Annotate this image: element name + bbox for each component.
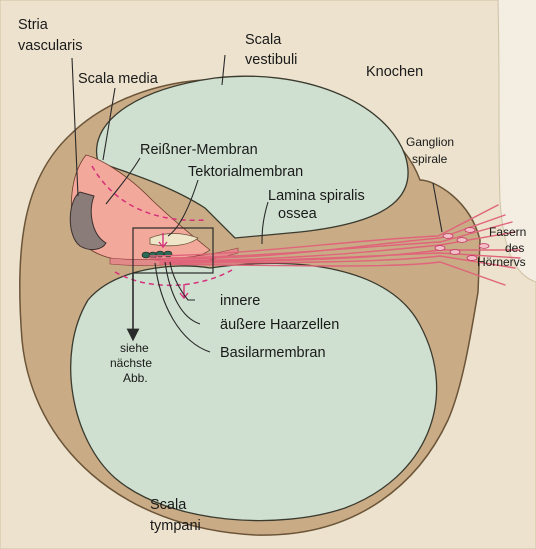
label-stria-2: vascularis [18, 38, 82, 54]
label-innere: innere [220, 293, 260, 309]
label-aeussere-haarzellen: äußere Haarzellen [220, 317, 339, 333]
label-knochen: Knochen [366, 64, 423, 80]
label-ganglion-1: Ganglion [406, 135, 454, 149]
label-siehe-1: siehe [120, 341, 149, 355]
label-scala-vestibuli-2: vestibuli [245, 52, 297, 68]
label-scala-vestibuli-1: Scala [245, 32, 282, 48]
label-ganglion-2: spirale [412, 152, 448, 166]
label-lamina-spiralis-2: ossea [278, 206, 318, 222]
label-reissner-membran: Reißner-Membran [140, 142, 258, 158]
label-fasern-3: Hörnervs [477, 255, 526, 269]
label-fasern-1: Fasern [489, 225, 526, 239]
label-basilarmembran: Basilarmembran [220, 345, 326, 361]
label-stria-1: Stria [18, 17, 49, 33]
label-tektorialmembran: Tektorialmembran [188, 164, 303, 180]
label-scala-media: Scala media [78, 71, 159, 87]
label-siehe-2: nächste [110, 356, 152, 370]
label-scala-tympani-1: Scala [150, 497, 187, 513]
label-siehe-3: Abb. [123, 371, 148, 385]
label-lamina-spiralis-1: Lamina spiralis [268, 188, 365, 204]
label-fasern-2: des [505, 241, 524, 255]
label-scala-tympani-2: tympani [150, 518, 201, 534]
